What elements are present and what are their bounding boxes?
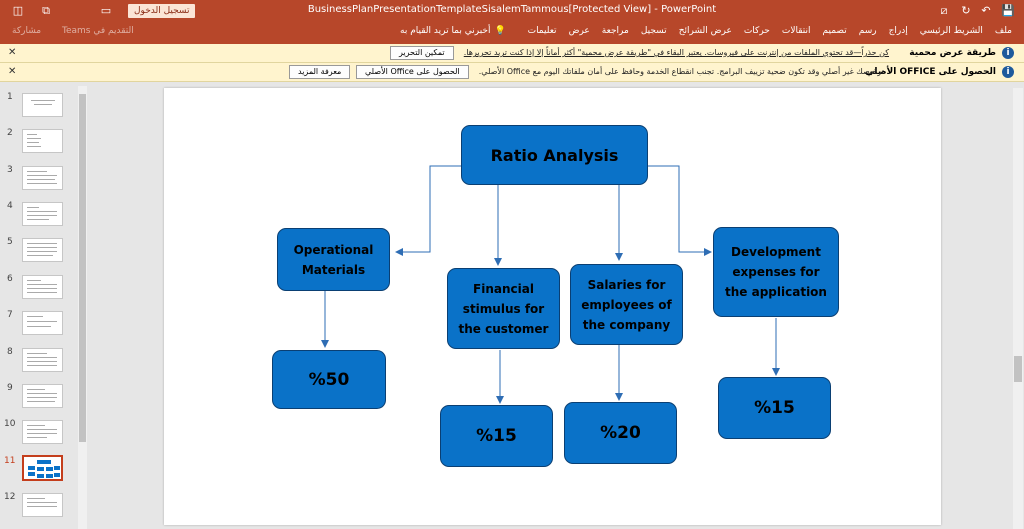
thumb-number: 10 (4, 419, 16, 429)
thumb-number-active: 11 (4, 456, 16, 466)
tab-design[interactable]: تصميم (822, 26, 847, 36)
ribbon-display-icon[interactable]: ▭ (100, 4, 112, 17)
window-title: BusinessPlanPresentationTemplateSisalemT… (307, 4, 717, 15)
value-operational[interactable]: %50 (272, 350, 386, 409)
slide-thumbnail-active[interactable] (22, 455, 63, 481)
slide-thumbnail[interactable] (22, 129, 63, 153)
thumb-number: 7 (7, 310, 13, 320)
thumb-number: 12 (4, 492, 16, 502)
thumb-number: 4 (7, 201, 13, 211)
learn-more-button[interactable]: معرفة المزيد (289, 65, 351, 79)
arrow-to-operational (395, 165, 461, 256)
lightbulb-icon: 💡 (494, 26, 506, 36)
close-icon[interactable]: ✕ (8, 66, 17, 77)
get-office-button[interactable]: الحصول على Office الأصلي (356, 65, 469, 79)
scrollbar-thumb[interactable] (79, 94, 86, 442)
undo-icon[interactable]: ↶ (981, 4, 991, 17)
slide-thumbnail[interactable] (22, 238, 63, 262)
tell-me-box[interactable]: 💡 أخبرني بما تريد القيام به (400, 26, 506, 36)
tab-help[interactable]: تعليمات (527, 26, 557, 36)
node-development-expenses[interactable]: Development expenses for the application (713, 227, 839, 317)
info-icon: i (1002, 66, 1014, 78)
slide-thumbnail[interactable] (22, 166, 63, 190)
tab-list: ملف الشريط الرئيسي إدراج رسم تصميم انتقا… (522, 26, 1018, 36)
slide-thumbnail[interactable] (22, 93, 63, 117)
close-icon[interactable]: ✕ (8, 47, 17, 58)
slide-thumbnail[interactable] (22, 384, 63, 408)
tab-transitions[interactable]: انتقالات (781, 26, 811, 36)
thumb-number: 6 (7, 274, 13, 284)
save-icon[interactable]: 💾 (1001, 4, 1015, 17)
slide-thumbnail[interactable] (22, 493, 63, 517)
tab-record[interactable]: تسجيل (640, 26, 667, 36)
protected-view-title: طريقة عرض محمية (909, 48, 996, 58)
tab-review[interactable]: مراجعة (601, 26, 629, 36)
slide-scrollbar[interactable] (1013, 88, 1023, 529)
share-button[interactable]: مشاركة (12, 26, 42, 36)
office-bar-title: الحصول على OFFICE الأصلي (865, 67, 996, 77)
thumb-number: 2 (7, 128, 13, 138)
tab-file[interactable]: ملف (994, 26, 1012, 36)
title-bar: ◫ ⧉ ▭ تسجيل الدخول BusinessPlanPresentat… (0, 0, 1024, 22)
office-bar-text: ترخيصك غير أصلي وقد تكون ضحية تزييف البر… (478, 67, 884, 76)
thumb-number: 8 (7, 347, 13, 357)
tab-slideshow[interactable]: عرض الشرائح (678, 26, 732, 36)
coauthor-icon[interactable]: ⧄ (940, 4, 948, 17)
sign-in-button[interactable]: تسجيل الدخول (128, 4, 196, 18)
slide-thumbnail[interactable] (22, 348, 63, 372)
slide-thumbnail[interactable] (22, 202, 63, 226)
tab-home[interactable]: الشريط الرئيسي (919, 26, 983, 36)
protected-view-bar: i طريقة عرض محمية كن حذراً—قد تحتوي المل… (0, 44, 1024, 63)
office-license-bar: i الحصول على OFFICE الأصلي ترخيصك غير أص… (0, 63, 1024, 82)
slide-thumbnail[interactable] (22, 311, 63, 335)
ribbon-tabs: ملف الشريط الرئيسي إدراج رسم تصميم انتقا… (0, 22, 1024, 44)
tab-insert[interactable]: إدراج (888, 26, 908, 36)
tell-me-text: أخبرني بما تريد القيام به (400, 26, 491, 36)
slide-thumbnail[interactable] (22, 275, 63, 299)
autosave-icon[interactable]: ◫ (12, 4, 24, 17)
slide-canvas[interactable]: Ratio Analysis Operational Materials Fin… (164, 88, 941, 525)
tab-draw[interactable]: رسم (858, 26, 877, 36)
slide-thumbnail-pane: 1 2 3 4 5 6 7 8 9 10 11 12 (0, 83, 90, 529)
diagram-title-box[interactable]: Ratio Analysis (461, 125, 648, 185)
tab-view[interactable]: عرض (568, 26, 590, 36)
node-operational-materials[interactable]: Operational Materials (277, 228, 390, 291)
node-salaries[interactable]: Salaries for employees of the company (570, 264, 683, 345)
protected-view-text: كن حذراً—قد تحتوي الملفات من إنترنت على … (463, 48, 889, 57)
redo-icon[interactable]: ↻ (961, 4, 971, 17)
scrollbar-thumb[interactable] (1014, 356, 1022, 382)
thumb-number: 1 (7, 92, 13, 102)
thumb-number: 3 (7, 165, 13, 175)
value-financial[interactable]: %15 (440, 405, 553, 467)
connector-arrows (321, 165, 780, 404)
arrow-to-development (648, 165, 712, 256)
value-salaries[interactable]: %20 (564, 402, 677, 464)
thumb-number: 5 (7, 237, 13, 247)
info-icon: i (1002, 47, 1014, 59)
node-financial-stimulus[interactable]: Financial stimulus for the customer (447, 268, 560, 349)
enable-editing-button[interactable]: تمكين التحرير (390, 46, 454, 60)
present-in-teams-button[interactable]: التقديم في Teams (62, 26, 134, 36)
tab-animations[interactable]: حركات (743, 26, 770, 36)
slide-thumbnail[interactable] (22, 420, 63, 444)
restore-icon[interactable]: ⧉ (42, 4, 50, 17)
thumbnail-scrollbar[interactable] (78, 86, 87, 529)
value-development[interactable]: %15 (718, 377, 831, 439)
thumb-number: 9 (7, 383, 13, 393)
